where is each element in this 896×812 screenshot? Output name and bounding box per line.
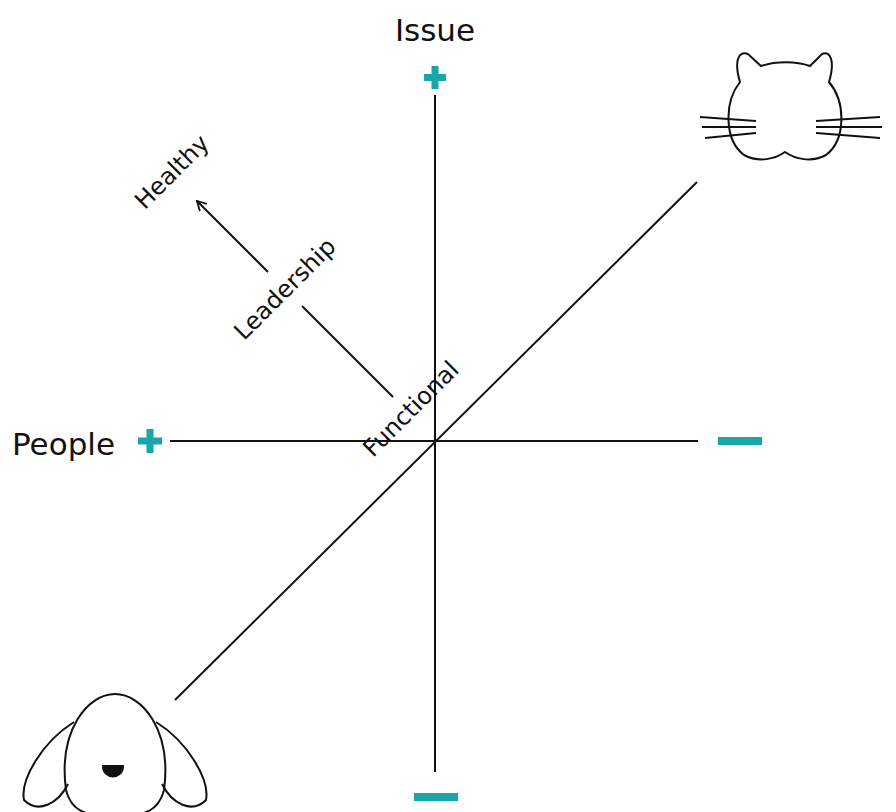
dog-icon xyxy=(24,694,207,812)
dog-ear xyxy=(156,722,206,807)
dog-ear xyxy=(24,722,74,807)
axis-label: People xyxy=(12,429,115,460)
dog-head xyxy=(65,694,166,812)
minus-sign xyxy=(718,437,762,445)
cat-whiskers xyxy=(700,117,756,138)
plus-sign xyxy=(432,66,439,89)
diagonal-axis xyxy=(175,182,697,700)
cat-head xyxy=(728,53,841,159)
leadership-line xyxy=(302,306,393,397)
dog-nose xyxy=(103,766,123,777)
direction-label: Healthy xyxy=(131,131,214,214)
cat-icon xyxy=(700,53,882,159)
issue-axis xyxy=(434,95,436,772)
level-label: Functional xyxy=(359,357,463,461)
minus-sign xyxy=(414,793,458,801)
cat-whiskers xyxy=(816,117,882,138)
leadership-arrow xyxy=(197,201,268,272)
plus-sign xyxy=(147,429,154,453)
axis-label: Issue xyxy=(395,15,475,46)
